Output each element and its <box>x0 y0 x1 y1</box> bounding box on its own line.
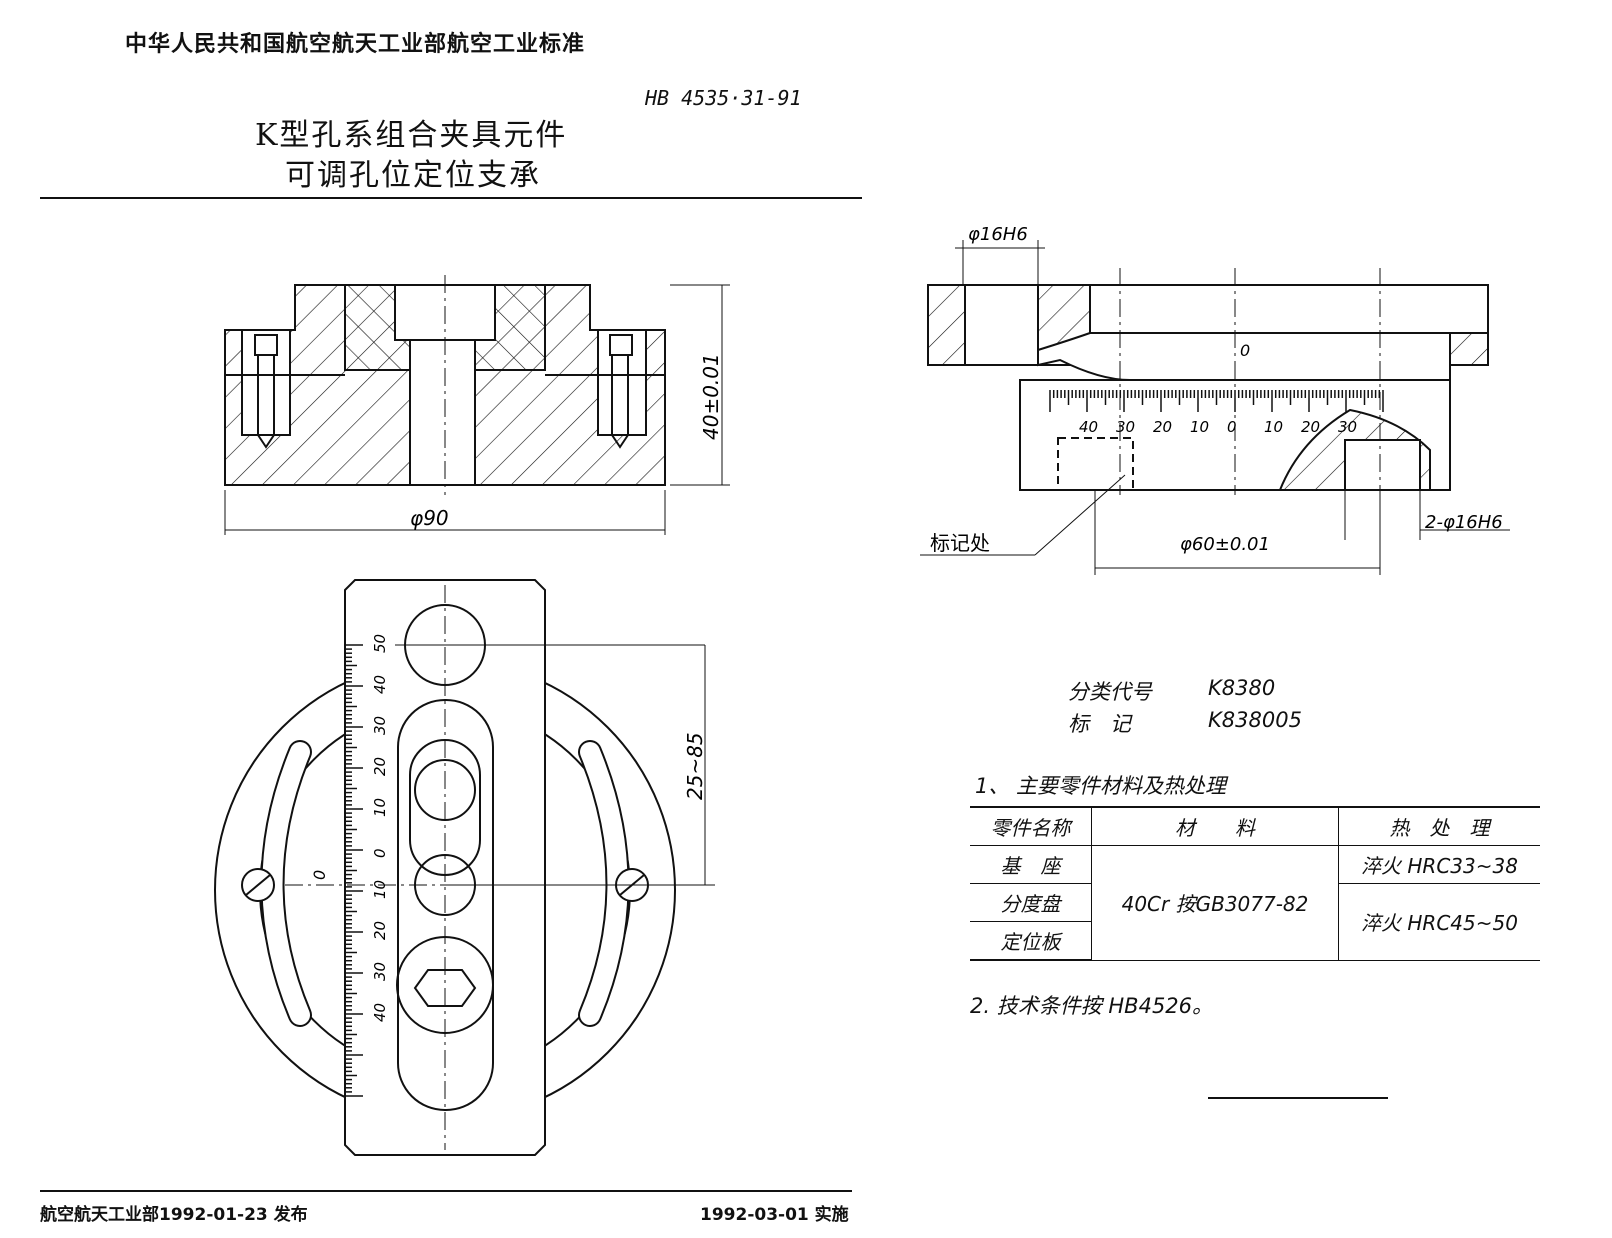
horizontal-scale-ticks <box>1049 390 1384 412</box>
material-cell: 40Cr 按GB3077-82 <box>1091 845 1339 961</box>
material-table: 零件名称 材 料 热 处 理 基 座 40Cr 按GB3077-82 淬火 HR… <box>970 806 1540 961</box>
end-rule <box>1208 1097 1388 1099</box>
part-name: 基 座 <box>970 845 1092 884</box>
note-1: 1、 主要零件材料及热处理 <box>975 774 1227 798</box>
scale-zero-mark: 0 <box>1240 341 1250 360</box>
dim-range: 25~85 <box>683 732 707 800</box>
scale-label: 20 <box>1153 418 1172 436</box>
heat-treatment: 淬火 HRC45~50 <box>1338 883 1540 961</box>
header-material: 材 料 <box>1091 806 1339 846</box>
standard-number: HB 4535·31-91 <box>645 86 802 110</box>
title-line-2: 可调孔位定位支承 <box>285 158 541 193</box>
part-name: 定位板 <box>970 921 1092 961</box>
mark-value: K838005 <box>1208 708 1302 732</box>
scale-label: 40 <box>371 1003 389 1022</box>
horizontal-scale-labels: 40 30 20 10 0 10 20 30 <box>1079 418 1357 436</box>
heat-treatment: 淬火 HRC33~38 <box>1338 845 1540 884</box>
dim-phi60: φ60±0.01 <box>1180 534 1270 555</box>
mark-label: 标 记 <box>1068 712 1131 736</box>
footer-rule <box>40 1190 852 1192</box>
scale-label: 10 <box>1264 418 1283 436</box>
part-name: 分度盘 <box>970 883 1092 922</box>
scale-label: 0 <box>371 848 389 858</box>
scale-label: 10 <box>371 880 389 899</box>
class-code-label: 分类代号 <box>1068 680 1152 704</box>
scale-label: 30 <box>371 962 389 981</box>
dim-height: 40±0.01 <box>699 353 723 440</box>
scale-label: 30 <box>1116 418 1135 436</box>
issuing-organization: 中华人民共和国航空航天工业部航空工业标准 <box>125 32 586 57</box>
scale-label: 20 <box>371 921 389 940</box>
scale-label: 40 <box>1079 418 1098 436</box>
plan-view <box>214 579 715 1156</box>
mark-location-label: 标记处 <box>930 531 990 555</box>
header-rule <box>40 197 862 199</box>
scale-label: 30 <box>371 716 389 735</box>
dim-phi16h6: φ16H6 <box>968 224 1028 245</box>
note-2: 2. 技术条件按 HB4526。 <box>970 994 1214 1018</box>
vertical-scale-ticks <box>345 644 363 1097</box>
scale-label: 30 <box>1338 418 1357 436</box>
scale-label: 50 <box>371 634 389 653</box>
front-elevation <box>920 240 1510 575</box>
dim-phi90: φ90 <box>410 506 449 530</box>
scale-label: 20 <box>1301 418 1320 436</box>
section-view <box>224 275 730 535</box>
dim-2phi16h6: 2-φ16H6 <box>1425 512 1503 533</box>
issue-date: 航空航天工业部1992-01-23 发布 <box>40 1205 308 1225</box>
scale-label: 20 <box>371 757 389 776</box>
vertical-scale-labels: 50 40 30 20 10 0 10 20 30 40 <box>371 634 389 1022</box>
scale-label: 10 <box>371 798 389 817</box>
effective-date: 1992-03-01 实施 <box>700 1205 849 1225</box>
scale-label: 10 <box>1190 418 1209 436</box>
scale-label: 40 <box>371 675 389 694</box>
scale-label: 0 <box>1227 418 1237 436</box>
header-part-name: 零件名称 <box>970 806 1092 846</box>
class-code-value: K8380 <box>1208 676 1276 700</box>
header-heat-treatment: 热 处 理 <box>1338 806 1540 846</box>
left-zero-mark: 0 <box>310 870 329 880</box>
title-line-1: K型孔系组合夹具元件 <box>255 118 568 153</box>
